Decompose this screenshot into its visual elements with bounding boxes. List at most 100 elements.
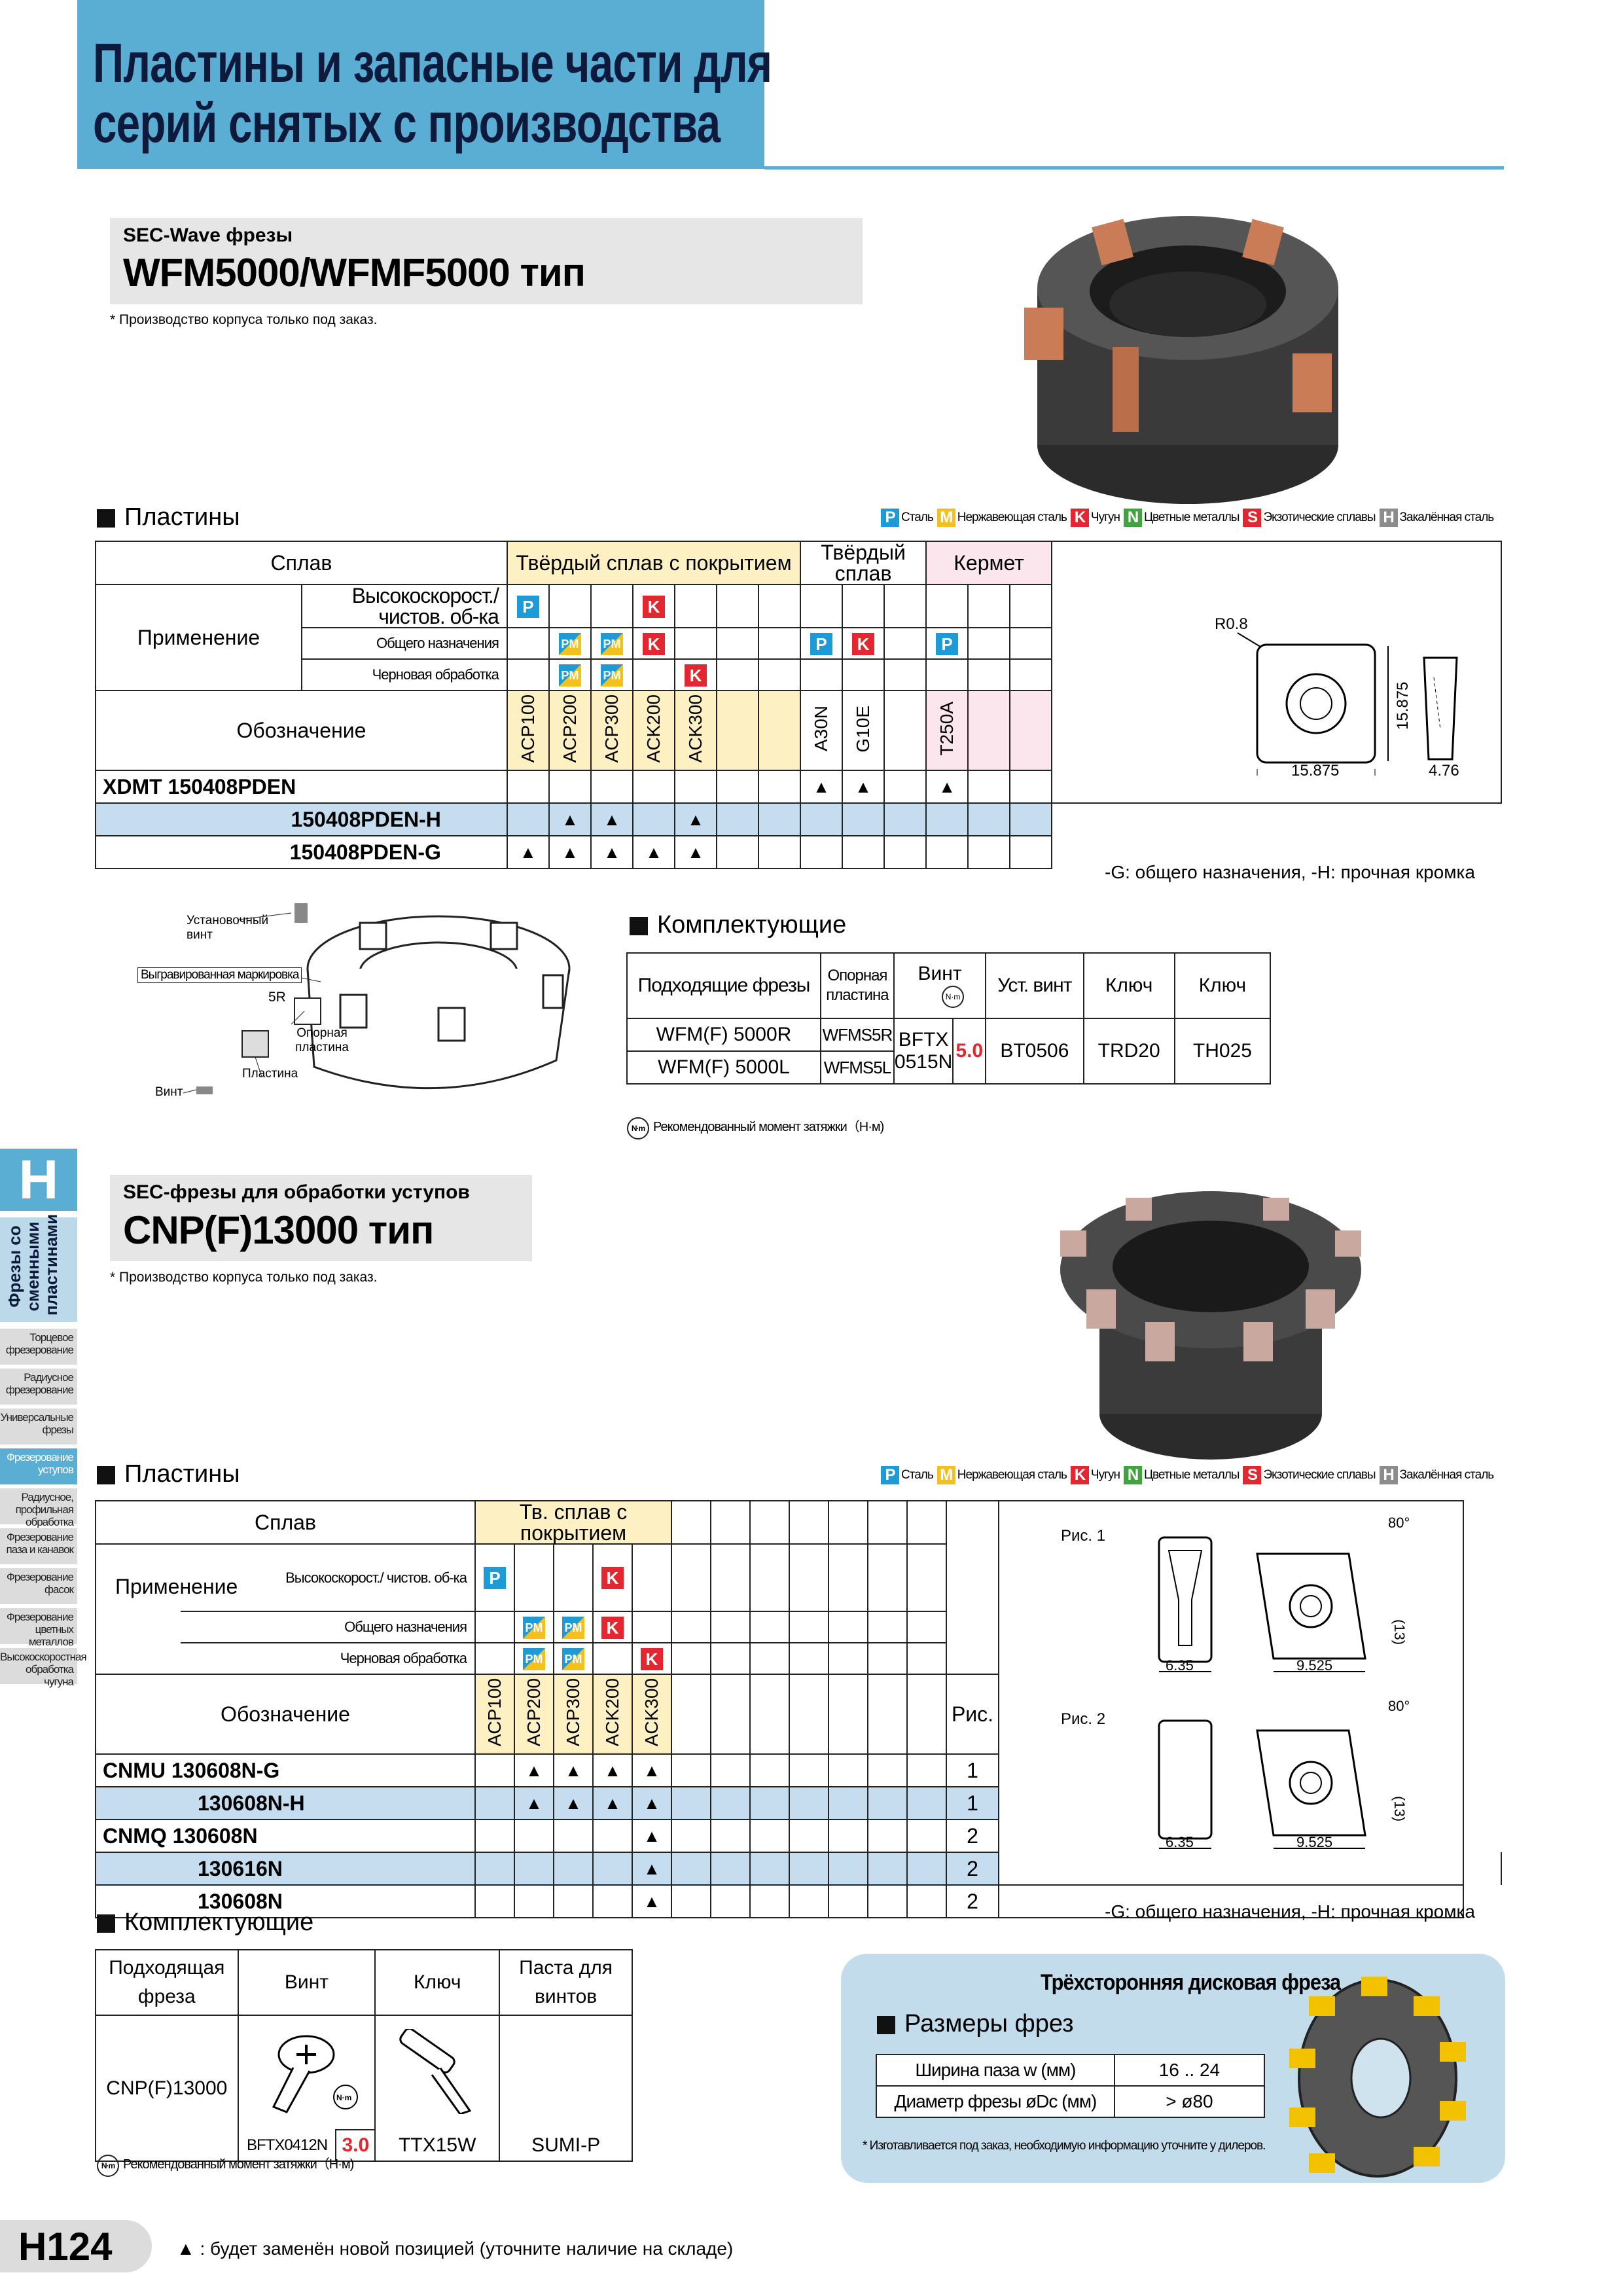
inserts1-footnote: -G: общего назначения, -H: прочная кромк… — [1105, 862, 1475, 882]
parts1-col-key2: Ключ — [1173, 952, 1272, 1019]
table-row: CNMU 130608N-G ▲▲▲▲ 1 — [95, 1753, 1501, 1787]
parts1-col-cutter: Подходящие фрезы — [626, 952, 821, 1019]
cermet-group: Кермет — [925, 541, 1053, 585]
insert1-drawing: R0.8 15.875 15.875 4.76 — [1215, 615, 1459, 789]
material-n-icon: N — [1124, 1466, 1142, 1484]
fig1-w2: 9.525 — [1296, 1657, 1332, 1674]
disc-slot-width-value: 16 .. 24 — [1113, 2054, 1266, 2087]
assembly-diagram — [183, 903, 571, 1094]
disc-cutter-image — [1289, 1977, 1466, 2178]
grade-acp300: ACP300 — [563, 1678, 583, 1747]
material-n-icon: N — [1124, 509, 1142, 527]
app-roughing: Черновая обработка — [181, 1642, 476, 1675]
page-title: Пластины и запасные части для серий снят… — [93, 32, 772, 154]
material-k-icon: K — [1070, 1466, 1089, 1484]
side-item-chamfer[interactable]: Фрезерование фасок — [0, 1568, 77, 1606]
material-p-icon: P — [810, 632, 833, 655]
grade-t250a: T250A — [936, 702, 957, 756]
material-m-icon: M — [936, 509, 955, 527]
inserts1-heading: Пластины — [97, 504, 240, 530]
torque-icon: N·m — [336, 2093, 351, 2102]
parts1-col-set-screw: Уст. винт — [985, 952, 1084, 1019]
table-row: WFM(F) 5000L WFMS5L — [626, 1050, 1270, 1085]
material-pm-icon: PM — [558, 632, 581, 655]
side-item-shoulder[interactable]: Фрезерование уступов — [0, 1448, 77, 1486]
side-item-slot[interactable]: Фрезерование паза и канавок — [0, 1528, 77, 1566]
header-rule — [764, 166, 1504, 170]
screw-icon: N·m — [237, 2015, 376, 2130]
fig2-label: Рис. 2 — [1061, 1710, 1105, 1728]
parts1-key1: TRD20 — [1082, 1018, 1175, 1085]
label-5r: 5R — [268, 990, 286, 1005]
label-engraving: Выгравированная маркировка — [137, 967, 302, 983]
page-number: H124 — [18, 2225, 113, 2269]
section2-title: CNP(F)13000 тип — [123, 1208, 434, 1252]
dim-width: 15.875 — [1291, 762, 1339, 776]
fig1-angle: 80° — [1388, 1515, 1410, 1531]
material-k-icon: K — [642, 595, 665, 618]
key-image — [399, 2027, 472, 2115]
parts1-key2: TH025 — [1173, 1018, 1272, 1085]
side-item-cast-iron[interactable]: Высокоскоростная обработка чугуна — [0, 1648, 87, 1688]
application-label: Применение — [95, 584, 302, 691]
coated-group: Твёрдый сплав с покрытием — [506, 541, 802, 585]
heading-marker-icon — [97, 1914, 115, 1933]
inserts1-table: Сплав Твёрдый сплав с покрытием Твёрдый … — [95, 541, 1502, 869]
material-pm-icon: PM — [523, 1647, 545, 1670]
material-k-icon: K — [642, 632, 665, 655]
designation-label: Обозначение — [95, 1674, 476, 1755]
side-tab-letter[interactable]: H — [0, 1149, 77, 1211]
disc-slot-width-label: Ширина паза w (мм) — [876, 2054, 1115, 2087]
material-p-icon: P — [881, 509, 899, 527]
table-row: Ширина паза w (мм) 16 .. 24 — [876, 2054, 1266, 2087]
heading-marker-icon — [630, 916, 648, 935]
section2-note: * Производство корпуса только под заказ. — [110, 1270, 378, 1285]
fig-column-header: Рис. — [946, 1674, 999, 1755]
header-band — [77, 0, 764, 169]
alloy-label: Сплав — [95, 541, 508, 585]
disc-heading: Размеры фрез — [877, 2011, 1074, 2037]
inserts2-table: Сплав Тв. сплав с покрытием Рис. 1 6.35 … — [95, 1500, 1502, 1918]
disc-diameter-label: Диаметр фрезы øDc (мм) — [876, 2085, 1115, 2118]
dim-height: 15.875 — [1394, 681, 1412, 729]
coated-group: Тв. сплав с покрытием — [474, 1500, 672, 1545]
wfm-cutter-image — [1024, 216, 1338, 504]
parts2-table: Подходящая фреза Винт Ключ Паста для вин… — [95, 1949, 633, 2162]
side-item-face-milling[interactable]: Торцевое фрезерование — [0, 1329, 77, 1367]
side-item-profile[interactable]: Радиусное, профильная обработка — [0, 1488, 77, 1528]
screw-image: N·m — [272, 2035, 359, 2113]
footer-note: ▲ : будет заменён новой позицией (уточни… — [177, 2238, 734, 2259]
grade-ack200: ACK200 — [643, 694, 664, 763]
parts2-col-paste: Паста для винтов — [499, 1949, 633, 2016]
material-pm-icon: PM — [523, 1616, 545, 1639]
side-item-radius-milling[interactable]: Радиусное фрезерование — [0, 1369, 77, 1407]
designation-label: Обозначение — [95, 690, 508, 771]
side-item-nonferrous[interactable]: Фрезерование цветных металлов — [0, 1608, 77, 1648]
grade-ack300: ACK300 — [685, 694, 705, 763]
parts1-screw: BFTX 0515N — [893, 1018, 954, 1085]
page-title-line2: серий снятых с производства — [93, 92, 721, 154]
parts2-heading: Комплектующие — [97, 1909, 313, 1935]
fig1-height: (13) — [1391, 1619, 1408, 1645]
table-row: XDMT 150408PDEN ▲▲▲ — [95, 770, 1501, 804]
disc-note: * Изготавливается под заказ, необходимую… — [863, 2139, 1266, 2153]
grade-g10e: G10E — [853, 705, 874, 753]
insert2-drawings-cell: Рис. 1 6.35 9.525 80° (13) Рис. 2 6.35 — [998, 1500, 1464, 1886]
label-support-plate: Опорная пластина — [295, 1026, 349, 1054]
material-k-icon: K — [641, 1647, 663, 1670]
page-title-line1: Пластины и запасные части для — [93, 32, 772, 94]
heading-marker-icon — [877, 2015, 895, 2034]
grade-ack300: ACK300 — [641, 1678, 662, 1747]
grade-ack200: ACK200 — [602, 1678, 622, 1747]
material-pm-icon: PM — [562, 1616, 584, 1639]
parts1-col-plate: Опорная пластина — [819, 952, 895, 1019]
side-item-universal[interactable]: Универсальные фрезы — [0, 1408, 77, 1446]
alloy-label: Сплав — [95, 1500, 476, 1545]
heading-marker-icon — [97, 1465, 115, 1484]
material-s-icon: S — [1243, 509, 1262, 527]
table-row: 150408PDEN-G ▲▲▲▲▲ — [95, 835, 1501, 869]
parts2-paste: SUMI-P — [499, 2130, 633, 2162]
material-p-icon: P — [516, 595, 539, 618]
